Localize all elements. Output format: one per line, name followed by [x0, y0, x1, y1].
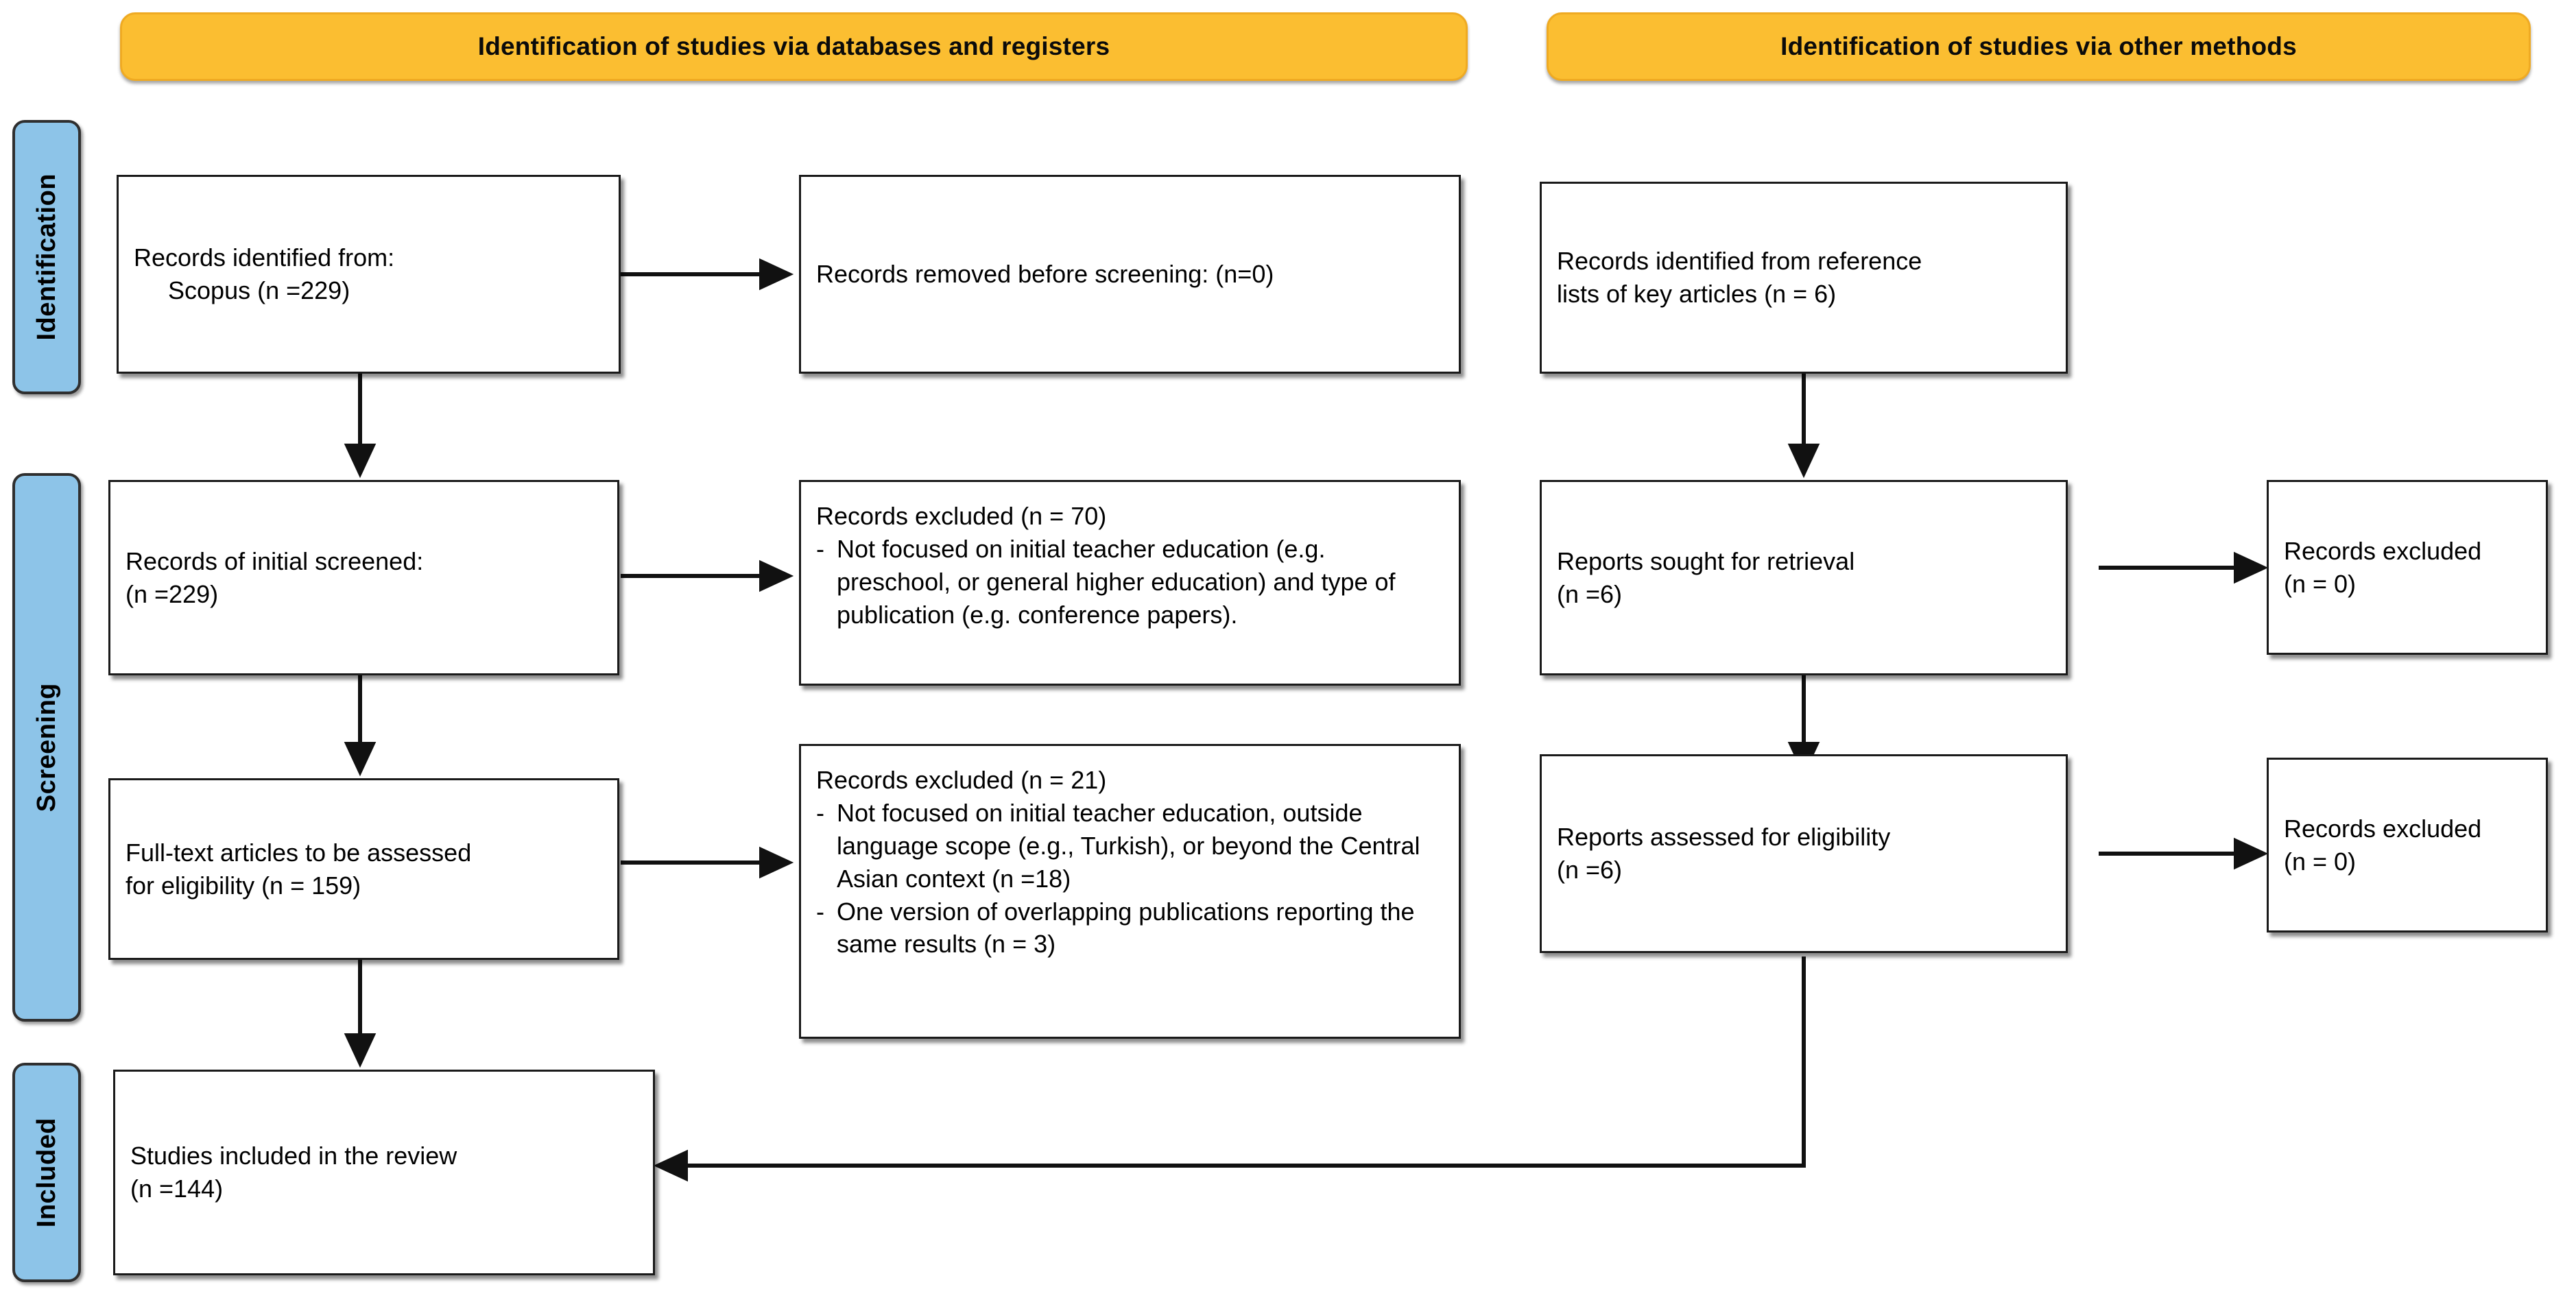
box-reports-assessed-for-eligibility: Reports assessed for eligibility (n =6): [1540, 754, 2068, 953]
box-studies-included-line2: (n =144): [130, 1175, 224, 1203]
stage-label-identification: Identification: [32, 173, 61, 341]
box-records-excluded-right-2-line1: Records excluded: [2284, 814, 2482, 843]
bullet-dash-icon: -: [816, 534, 824, 563]
box-fulltext-articles-assessed-text: Full-text articles to be assessed for eli…: [126, 836, 602, 902]
box-initial-screened-line1: Records of initial screened:: [126, 546, 424, 575]
box-records-removed-text: Records removed before screening: (n=0): [816, 258, 1444, 291]
stage-label-included: Included: [32, 1117, 61, 1228]
box-records-excluded-21-bullet-1: - Not focused on initial teacher educati…: [816, 797, 1444, 895]
banner-other-methods-label: Identification of studies via other meth…: [1780, 32, 2297, 60]
stage-bar-included: Included: [12, 1063, 81, 1282]
box-fulltext-articles-assessed: Full-text articles to be assessed for eli…: [108, 778, 619, 960]
box-records-identified-line2: Scopus (n =229): [134, 276, 350, 304]
box-records-removed-line1: Records removed before screening: (n=0): [816, 260, 1274, 289]
box-fulltext-line2: for eligibility (n = 159): [126, 871, 361, 900]
box-initial-screened-line2: (n =229): [126, 579, 219, 608]
box-records-excluded-right-2-text: Records excluded (n = 0): [2284, 812, 2531, 878]
box-studies-included-text: Studies included in the review (n =144): [130, 1140, 638, 1205]
box-reports-assessed-line1: Reports assessed for eligibility: [1557, 823, 1891, 852]
box-records-initial-screened-text: Records of initial screened: (n =229): [126, 545, 602, 611]
box-studies-included-line1: Studies included in the review: [130, 1142, 457, 1170]
box-records-excluded-70-lead: Records excluded (n = 70): [816, 502, 1107, 530]
box-reports-assessed-line2: (n =6): [1557, 856, 1623, 884]
box-records-identified-text: Records identified from: Scopus (n =229): [134, 241, 604, 307]
box-records-initial-screened: Records of initial screened: (n =229): [108, 480, 619, 675]
box-records-excluded-70-content: Records excluded (n = 70) - Not focused …: [816, 500, 1444, 631]
box-studies-included-in-review: Studies included in the review (n =144): [113, 1070, 655, 1275]
box-records-excluded-70-bullet-1-text: Not focused on initial teacher education…: [837, 534, 1396, 629]
box-records-excluded-right-2: Records excluded (n = 0): [2267, 758, 2548, 932]
box-records-identified: Records identified from: Scopus (n =229): [117, 175, 621, 374]
box-records-excluded-right-2-line2: (n = 0): [2284, 847, 2357, 876]
box-records-excluded-21: Records excluded (n = 21) - Not focused …: [799, 744, 1461, 1039]
box-reports-sought-text: Reports sought for retrieval (n =6): [1557, 545, 2051, 611]
box-reports-sought-for-retrieval: Reports sought for retrieval (n =6): [1540, 480, 2068, 675]
banner-databases-and-registers: Identification of studies via databases …: [120, 12, 1468, 81]
stage-bar-screening: Screening: [12, 473, 81, 1022]
banner-other-methods: Identification of studies via other meth…: [1547, 12, 2531, 81]
box-records-excluded-21-bullet-2: - One version of overlapping publication…: [816, 895, 1444, 961]
box-records-excluded-21-content: Records excluded (n = 21) - Not focused …: [816, 764, 1444, 961]
banner-databases-and-registers-label: Identification of studies via databases …: [477, 32, 1110, 60]
box-records-excluded-right-1: Records excluded (n = 0): [2267, 480, 2548, 655]
bullet-dash-icon: -: [816, 798, 824, 827]
box-records-excluded-right-1-text: Records excluded (n = 0): [2284, 535, 2531, 601]
box-reports-sought-line1: Reports sought for retrieval: [1557, 546, 1855, 575]
box-fulltext-line1: Full-text articles to be assessed: [126, 838, 472, 867]
stage-label-screening: Screening: [32, 682, 61, 812]
box-reports-assessed-text: Reports assessed for eligibility (n =6): [1557, 821, 2051, 887]
box-records-identified-reference-lists: Records identified from reference lists o…: [1540, 182, 2068, 374]
box-reference-lists-line1: Records identified from reference: [1557, 247, 1922, 276]
box-records-identified-reference-lists-text: Records identified from reference lists o…: [1557, 245, 2051, 311]
box-records-excluded-21-bullet-1-text: Not focused on initial teacher education…: [837, 798, 1420, 893]
box-records-excluded-21-lead: Records excluded (n = 21): [816, 766, 1107, 794]
box-records-identified-line1: Records identified from:: [134, 243, 395, 272]
box-records-excluded-21-bullet-2-text: One version of overlapping publications …: [837, 897, 1415, 959]
box-records-removed: Records removed before screening: (n=0): [799, 175, 1461, 374]
box-records-excluded-right-1-line2: (n = 0): [2284, 569, 2357, 598]
stage-bar-identification: Identification: [12, 120, 81, 394]
box-records-excluded-right-1-line1: Records excluded: [2284, 536, 2482, 565]
box-reference-lists-line2: lists of key articles (n = 6): [1557, 280, 1837, 308]
box-records-excluded-70-bullet-1: - Not focused on initial teacher educati…: [816, 533, 1444, 631]
box-reports-sought-line2: (n =6): [1557, 579, 1623, 608]
bullet-dash-icon: -: [816, 897, 824, 926]
box-records-excluded-70: Records excluded (n = 70) - Not focused …: [799, 480, 1461, 686]
